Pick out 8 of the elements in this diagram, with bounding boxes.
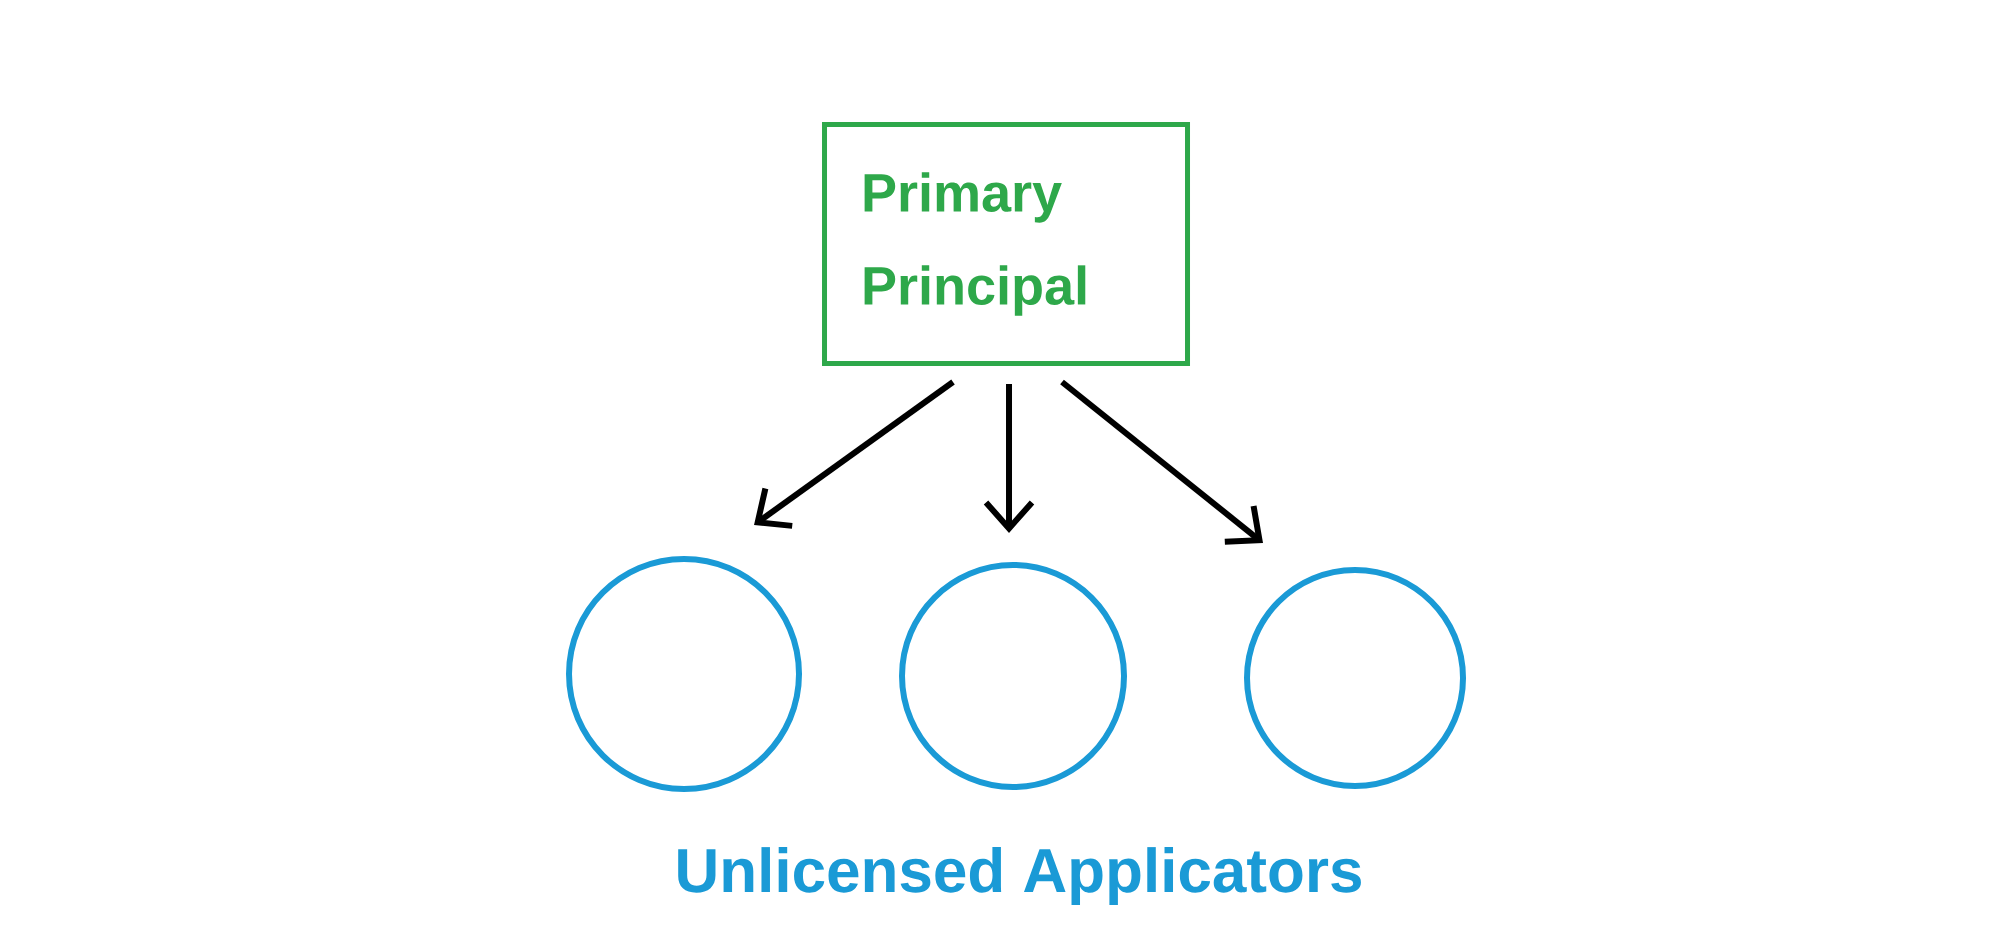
group-label: Unlicensed Applicators [678, 847, 1361, 905]
circle [566, 556, 802, 792]
circle [899, 562, 1127, 790]
arrow [754, 379, 955, 529]
text-box: Primary Principal [822, 122, 1190, 366]
arrow [1060, 379, 1263, 545]
circle [1244, 567, 1466, 789]
arrow [983, 384, 1035, 533]
